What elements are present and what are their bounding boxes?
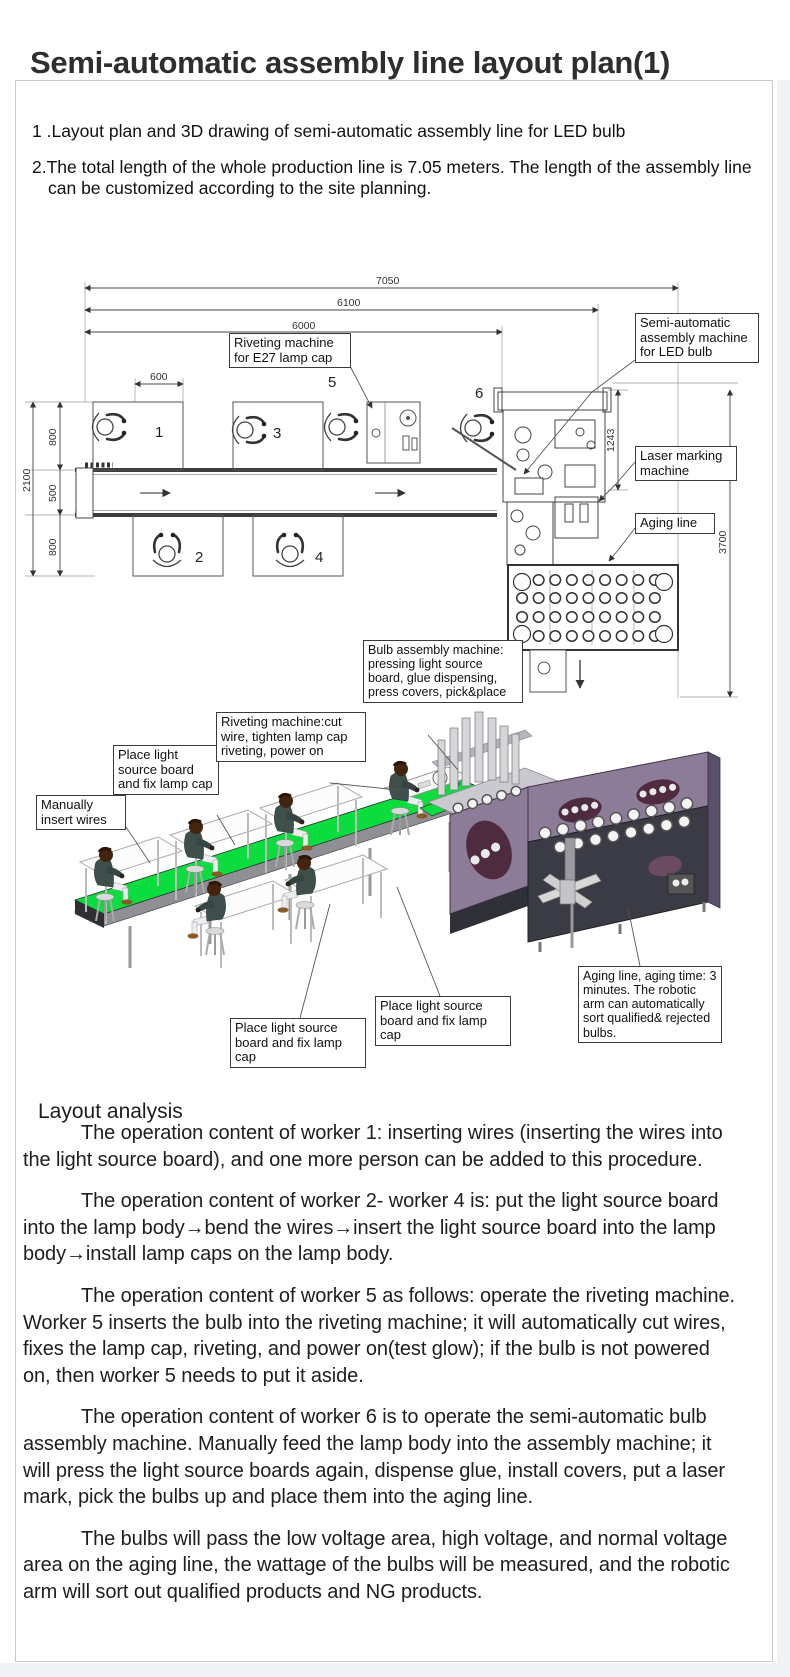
page-edge-right [777, 80, 790, 1677]
page-title: Semi-automatic assembly line layout plan… [30, 44, 671, 80]
dim-6000: 6000 [292, 320, 316, 332]
callout-place-board-mid: Place light source board and fix lamp ca… [375, 996, 511, 1047]
analysis-paragraph-4: The operation content of worker 6 is to … [23, 1406, 725, 1509]
callout-aging-line-3d: Aging line, aging time: 3 minutes. The r… [578, 966, 722, 1043]
intro-item-1: 1 .Layout plan and 3D drawing of semi-au… [32, 120, 626, 141]
assembly-3d-illustration-svg [73, 711, 721, 1019]
worker-symbol-5 [323, 411, 360, 443]
worker-number-1: 1 [155, 424, 163, 441]
plan-aging-line [507, 564, 679, 693]
worker-number-2: 2 [195, 549, 203, 566]
callout-riveting-3d: Riveting machine:cut wire, tighten lamp … [216, 712, 366, 763]
callout-place-board-top: Place light source board and fix lamp ca… [113, 745, 219, 796]
worker-symbol-2 [151, 531, 183, 568]
plan-workers [91, 411, 496, 568]
analysis-paragraph-5: The bulbs will pass the low voltage area… [23, 1527, 730, 1603]
callout-manually-insert-wires: Manually insert wires [36, 795, 126, 831]
worker-symbol-3 [231, 414, 268, 446]
worker-symbol-4 [274, 531, 306, 568]
layout-analysis-text: The operation content of worker 1: inser… [23, 1120, 742, 1621]
dim-1243: 1243 [605, 428, 617, 452]
plan-workstations [92, 401, 421, 577]
analysis-paragraph-3: The operation content of worker 5 as fol… [23, 1284, 735, 1387]
dim-500: 500 [47, 484, 59, 502]
callout-aging-line-plan: Aging line [635, 513, 715, 534]
dim-800-top: 800 [47, 428, 59, 446]
plan-drawing-svg: 7050 6100 6000 600 2100 800 500 800 1243… [21, 275, 738, 698]
dimension-lines [29, 284, 734, 698]
dim-7050: 7050 [376, 275, 400, 287]
dim-6100: 6100 [337, 297, 361, 309]
worker-number-5: 5 [328, 374, 336, 391]
plan-leaders [349, 359, 636, 562]
dim-2100: 2100 [21, 468, 33, 492]
callout-place-board-left: Place light source board and fix lamp ca… [230, 1018, 366, 1069]
dim-3700: 3700 [717, 530, 729, 554]
worker-symbol-1 [91, 411, 128, 443]
analysis-paragraph-1: The operation content of worker 1: inser… [23, 1122, 723, 1171]
plan-assembly-machine [451, 387, 612, 566]
dim-600: 600 [150, 371, 168, 383]
worker-number-4: 4 [315, 549, 323, 566]
worker-number-6: 6 [475, 385, 483, 402]
callout-riveting-e27: Riveting machine for E27 lamp cap [229, 333, 351, 369]
page-edge-bottom [0, 1663, 790, 1677]
callout-assembly-machine: Semi-automatic assembly machine for LED … [635, 313, 759, 364]
dim-800-bottom: 800 [47, 538, 59, 556]
intro-item-2: 2.The total length of the whole producti… [32, 156, 752, 198]
callout-laser-marking: Laser marking machine [635, 446, 737, 482]
layout-analysis-heading: Layout analysis [38, 1100, 183, 1124]
callout-bulb-assembly: Bulb assembly machine: pressing light so… [363, 640, 523, 703]
iso-leaders [125, 734, 641, 1019]
analysis-paragraph-2: The operation content of worker 2- worke… [23, 1190, 719, 1266]
iso-machines [419, 711, 721, 952]
worker-number-3: 3 [273, 425, 281, 442]
plan-conveyor [75, 462, 497, 519]
